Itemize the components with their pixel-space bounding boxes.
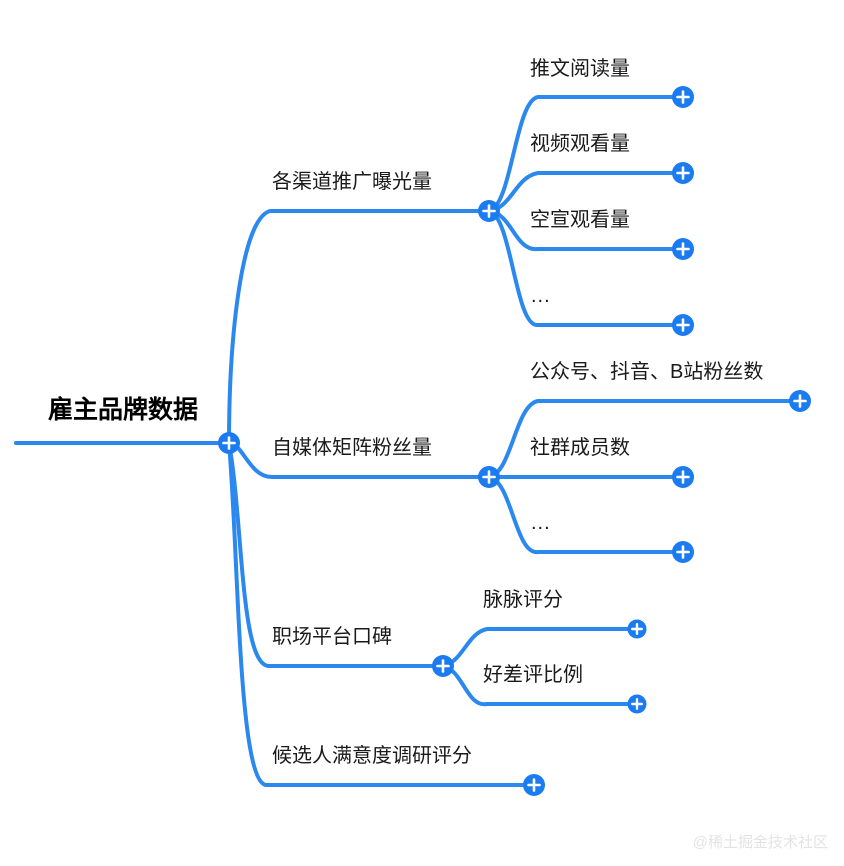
branch-1-child-4-label: ... <box>531 285 551 307</box>
connector-root-to-branch-4 <box>227 441 536 787</box>
connector-branch-3-child-1 <box>441 627 639 668</box>
branch-2-child-1-label: 公众号、抖音、B站粉丝数 <box>530 360 763 383</box>
branch-3-child-2-label: 好差评比例 <box>483 663 583 686</box>
node-branch-2[interactable] <box>478 466 500 488</box>
watermark: @稀土掘金技术社区 <box>692 834 828 851</box>
connector-branch-2-child-3 <box>487 475 685 554</box>
connector-root-to-branch-3 <box>227 441 445 668</box>
branch-1-child-2-label: 视频观看量 <box>530 132 630 155</box>
node-branch-2-child-3[interactable] <box>672 541 694 563</box>
node-branch-1-child-2[interactable] <box>672 162 694 184</box>
root-label: 雇主品牌数据 <box>48 395 198 424</box>
node-branch-1-child-4[interactable] <box>672 314 694 336</box>
branch-2-child-2-label: 社群成员数 <box>530 436 630 459</box>
branch-3-child-1-label: 脉脉评分 <box>483 588 563 611</box>
branch-1-label: 各渠道推广曝光量 <box>272 170 432 193</box>
node-branch-1-child-3[interactable] <box>672 238 694 260</box>
node-branch-3[interactable] <box>432 655 454 677</box>
branch-1-child-1-label: 推文阅读量 <box>530 57 630 80</box>
branch-2-label: 自媒体矩阵粉丝量 <box>272 436 432 459</box>
node-branch-1-child-1[interactable] <box>672 86 694 108</box>
branch-4-label: 候选人满意度调研评分 <box>272 744 472 767</box>
node-branch-1[interactable] <box>478 200 500 222</box>
node-branch-3-child-1[interactable] <box>627 619 647 639</box>
node-branch-4[interactable] <box>523 774 545 796</box>
branch-1-child-3-label: 空宣观看量 <box>530 208 630 231</box>
branch-2-child-3-label: ... <box>531 512 551 534</box>
node-branch-2-child-1[interactable] <box>789 390 811 412</box>
node-branch-2-child-2[interactable] <box>672 466 694 488</box>
branch-3-label: 职场平台口碑 <box>272 625 392 648</box>
node-branch-3-child-2[interactable] <box>627 694 647 714</box>
connector-root-to-branch-1 <box>227 209 491 445</box>
node-root[interactable] <box>218 432 240 454</box>
connector-branch-1-child-2 <box>487 171 685 213</box>
